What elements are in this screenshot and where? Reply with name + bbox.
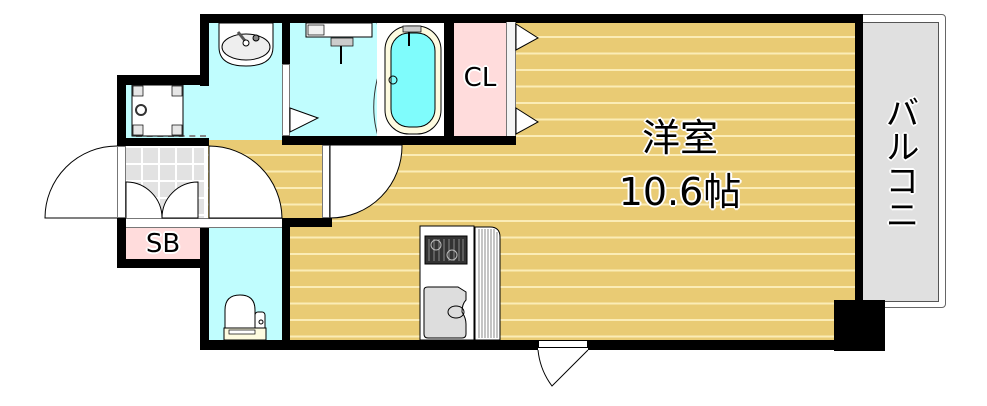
washing-machine-pan-icon [131, 84, 184, 137]
western-room-floor-lower [289, 140, 856, 340]
wall-bottom-laundry [117, 138, 209, 146]
entrance-step [126, 218, 282, 228]
kitchen-counter-icon [419, 225, 475, 341]
front-door-opening [538, 340, 588, 348]
wall-bath-bottom [282, 136, 454, 145]
wall-bottom-main [200, 340, 538, 350]
wall-toilet-left [200, 218, 209, 350]
toilet-icon [223, 294, 267, 341]
wall-right-main [855, 14, 863, 304]
wall-bottom-right [588, 340, 838, 350]
wall-left-laundry [117, 75, 126, 147]
wall-top-main [200, 14, 863, 23]
bath-door-frame [282, 64, 290, 136]
wall-left-washroom [200, 14, 209, 86]
wall-hall-bottom [282, 218, 332, 227]
closet-door-upper-icon [515, 23, 539, 51]
washbasin-icon [218, 22, 274, 67]
closet [454, 22, 506, 136]
refrigerator-space-icon [474, 226, 501, 341]
shoebox-door-right-icon [161, 181, 199, 219]
front-door-swing-icon [537, 349, 589, 387]
wall-closet-bottom [444, 136, 516, 145]
wall-sb-bottom [117, 259, 209, 268]
closet-door-frame [506, 22, 516, 136]
wall-washroom-bath-divider [282, 14, 290, 64]
closet-label: CL [463, 63, 497, 93]
wall-sb-left [117, 218, 126, 268]
balcony-floor [863, 22, 939, 302]
hall-door-swing-icon [208, 145, 283, 219]
room-door-swing-icon [329, 144, 403, 219]
wall-bath-closet-divider [444, 14, 454, 145]
entrance-door-swing-icon [44, 145, 118, 219]
wall-top-laundry [117, 75, 209, 85]
shoe-box [126, 228, 200, 260]
shoe-box-label: SB [145, 229, 181, 259]
western-room-name: 洋室 [641, 116, 718, 160]
wall-toilet-right [282, 218, 290, 350]
shoebox-door-left-icon [125, 181, 163, 219]
western-room-size: 10.6帖 [618, 170, 742, 214]
stove-icon [424, 235, 468, 265]
bath-door-swing-icon [289, 107, 320, 133]
bathtub-icon [384, 25, 442, 135]
closet-door-lower-icon [515, 107, 539, 135]
wall-pillar-corner [834, 300, 885, 351]
sink-icon [423, 286, 467, 339]
